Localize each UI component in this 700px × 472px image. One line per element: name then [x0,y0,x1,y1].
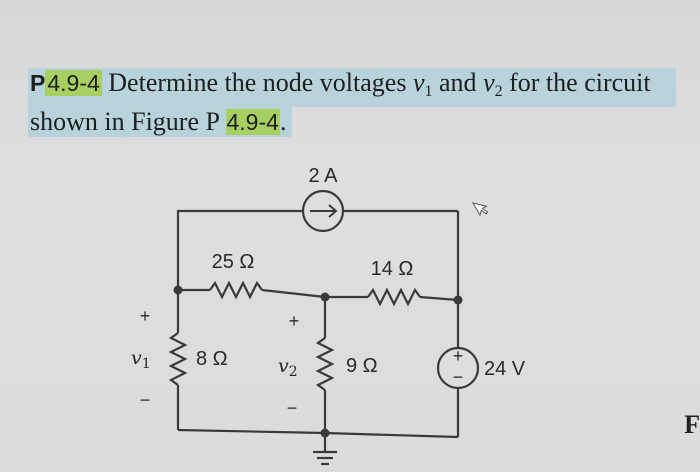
wire-top [176,209,303,290]
resistor-8-label: 8 Ω [196,348,228,370]
current-source-label: 2 A [309,165,339,187]
v1-plus: + [140,306,151,326]
resistor-25-label: 25 Ω [212,251,255,273]
node-right [453,295,463,305]
source-plus-sign: + [453,346,464,366]
v2-label: v2 [278,355,298,380]
problem-number: 4.9-4 [45,70,102,96]
problem-prefix: P [30,70,46,96]
resistor-8-ohm [168,332,188,386]
problem-statement: P4.9-4 Determine the node voltages v1 an… [28,68,680,137]
problem-text-and: and [432,68,484,97]
v1-symbol: v1 [412,68,433,100]
wire-mid-4 [419,295,459,302]
v1-label: v1 [131,347,151,372]
problem-text-2: for the circuit [502,68,651,97]
v2-symbol: v2 [483,68,503,100]
voltage-source-label: 24 V [484,358,526,380]
v2-minus: − [287,398,298,418]
v1-minus: − [140,390,151,410]
problem-text-1: Determine the node voltages [101,68,413,97]
node-ground [320,428,330,438]
figure-reference: 4.9-4 [225,109,280,135]
wire-bottom [177,428,459,439]
problem-text-end: . [279,107,287,136]
node-v2 [320,292,330,302]
problem-line-2: shown in Figure P 4.9-4. [28,107,293,137]
v2-plus: + [289,311,300,331]
ground-symbol [313,433,337,466]
wire-mid-2 [261,288,326,299]
current-source-2a [301,189,345,233]
resistor-9-label: 9 Ω [346,355,378,377]
resistor-14-label: 14 Ω [371,258,414,280]
resistor-9-ohm [315,337,335,391]
node-v1 [173,285,183,295]
resistor-25-ohm [209,280,263,300]
mouse-cursor-icon [471,202,489,217]
resistor-14-ohm [367,287,421,307]
problem-line-1: P4.9-4 Determine the node voltages v1 an… [28,68,676,107]
source-minus-sign: − [453,367,464,387]
problem-text-3: shown in Figure P [30,107,226,136]
page-edge-letter: F [684,410,700,439]
